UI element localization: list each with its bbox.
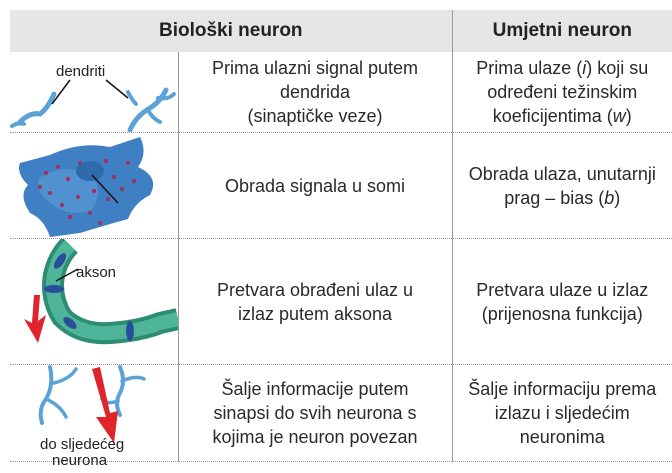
art-cell-4: Šalje informaciju prema izlazu i sljedeć… (451, 364, 672, 462)
cell-line: Prima ulaze (i) koji su (476, 58, 649, 78)
art-cell-1: Prima ulaze (i) koji su određeni težinsk… (451, 52, 672, 133)
cell-line: Šalje informaciju prema (468, 379, 657, 399)
var-w: w (612, 106, 626, 126)
soma-illustration (10, 132, 179, 239)
bio-cell-1: Prima ulazni signal putem dendrida (sina… (177, 52, 453, 133)
art-cell-3: Pretvara ulaze u izlaz (prijenosna funkc… (451, 238, 672, 365)
axon-label: akson (76, 264, 117, 281)
cell-line: (sinaptičke veze) (247, 106, 383, 126)
table-row: dendriti Prima ulazni signal putem dendr… (10, 52, 672, 133)
var-i: i (582, 58, 587, 78)
cell-line: Pretvara obrađeni ulaz u (216, 279, 414, 300)
cell-line: sinapsi do svih neurona s (213, 403, 417, 423)
dendrites-illustration: dendriti (10, 52, 179, 133)
header-artificial: Umjetni neuron (451, 10, 672, 52)
bio-cell-3: Pretvara obrađeni ulaz u izlaz putem aks… (177, 238, 453, 365)
table-row: do sljedećeg neurona Šalje informacije p… (10, 364, 672, 469)
cell-line: prag – bias (b) (504, 187, 621, 208)
art-cell-2: Obrada ulaza, unutarnji prag – bias (b) (451, 132, 672, 239)
cell-line: Pretvara ulaze u izlaz (476, 279, 649, 300)
bio-cell-2: Obrada signala u somi (177, 132, 453, 239)
var-b: b (604, 187, 615, 208)
synapse-illustration: do sljedećeg neurona (10, 364, 179, 469)
cell-line: koeficijentima (w) (492, 106, 632, 126)
cell-line: Obrada ulaza, unutarnji (468, 163, 656, 184)
cell-line: neuronima (519, 427, 605, 447)
cell-line: (prijenosna funkcija) (481, 303, 643, 324)
cell-line: određeni težinskim (487, 82, 638, 102)
cell-line: izlaz putem aksona (237, 303, 393, 324)
cell-line: Prima ulazni signal putem (211, 58, 419, 78)
header-row: Biološki neuron Umjetni neuron (10, 10, 672, 52)
next-neuron-label: do sljedećeg (40, 436, 125, 453)
cell-line: Šalje informacije putem (221, 379, 409, 399)
cell-line: dendrida (279, 82, 351, 102)
cell-line: Obrada signala u somi (224, 175, 406, 196)
cell-line: izlazu i sljedećim (494, 403, 630, 423)
axon-illustration: akson (10, 238, 179, 365)
header-biological: Biološki neuron (10, 10, 453, 52)
table-row: Obrada signala u somi Obrada ulaza, unut… (10, 132, 672, 239)
cell-line: kojima je neuron povezan (212, 427, 418, 447)
table-row: akson Pretvara obrađeni ulaz u izlaz put… (10, 238, 672, 365)
next-neuron-label-2: neurona (52, 452, 108, 469)
dendrites-label: dendriti (56, 63, 106, 80)
bio-cell-4: Šalje informacije putem sinapsi do svih … (177, 364, 453, 462)
comparison-table: Biološki neuron Umjetni neuron dendriti (10, 10, 672, 469)
